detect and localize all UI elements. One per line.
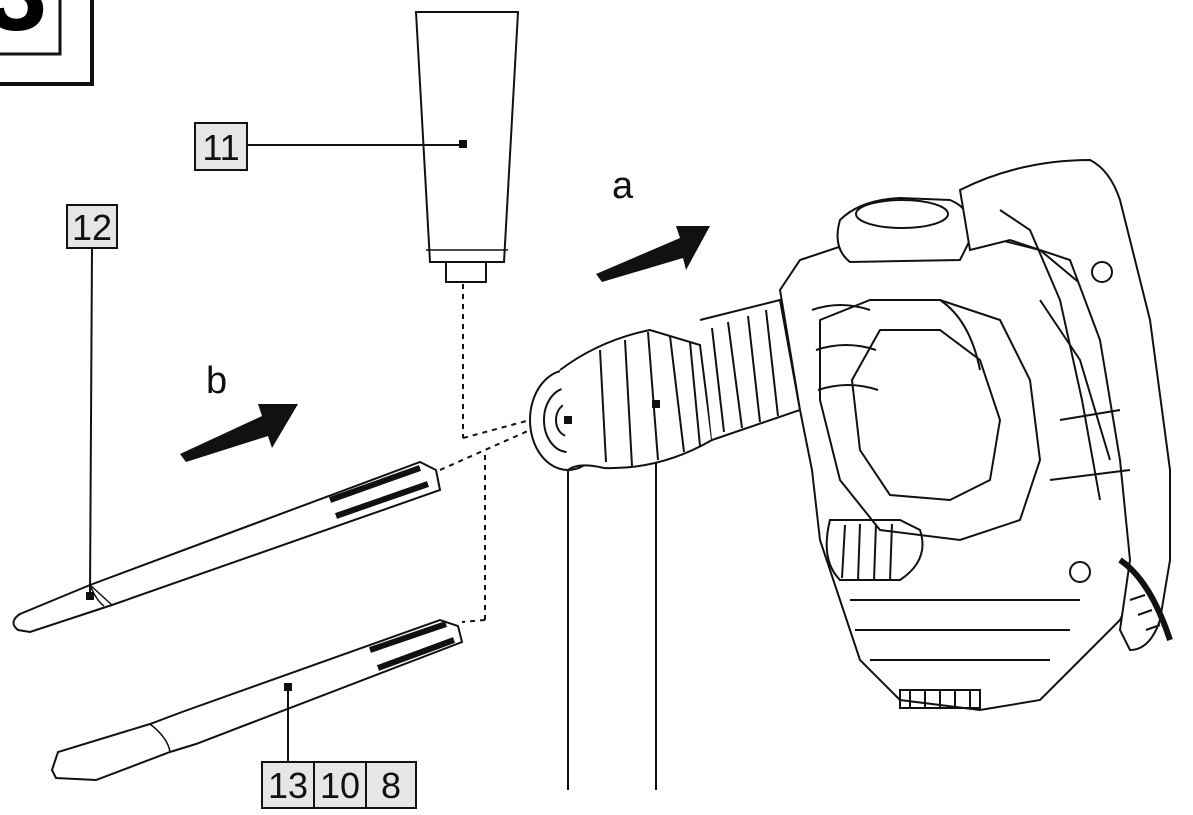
- arrow-b-label: b: [206, 360, 227, 402]
- callout-8-label: 8: [381, 765, 401, 806]
- arrow-a: a: [596, 165, 710, 282]
- callout-12: 12: [66, 204, 118, 597]
- callout-13-10-8: 13 10 8: [261, 687, 417, 809]
- dotted-guide-lines: [439, 284, 531, 623]
- arrow-b: b: [180, 360, 298, 462]
- point-chisel: [12, 460, 442, 634]
- flat-chisel: [50, 618, 464, 782]
- callout-12-label: 12: [72, 207, 112, 248]
- callout-11: 11: [194, 122, 463, 171]
- arrow-a-label: a: [612, 165, 634, 207]
- demolition-hammer: [529, 158, 1173, 712]
- figure-number: 3: [0, 0, 47, 54]
- callout-11-label: 11: [202, 127, 239, 168]
- chuck-locking-sleeve-marker: [652, 400, 660, 408]
- chuck-tool-holder-marker: [564, 416, 572, 424]
- grease-tube: [414, 11, 520, 283]
- callout-10-label: 10: [320, 765, 360, 806]
- figure-number-frame: 3: [0, 0, 94, 86]
- callout-13-label: 13: [268, 765, 308, 806]
- chuck-leader-lines: [567, 404, 657, 790]
